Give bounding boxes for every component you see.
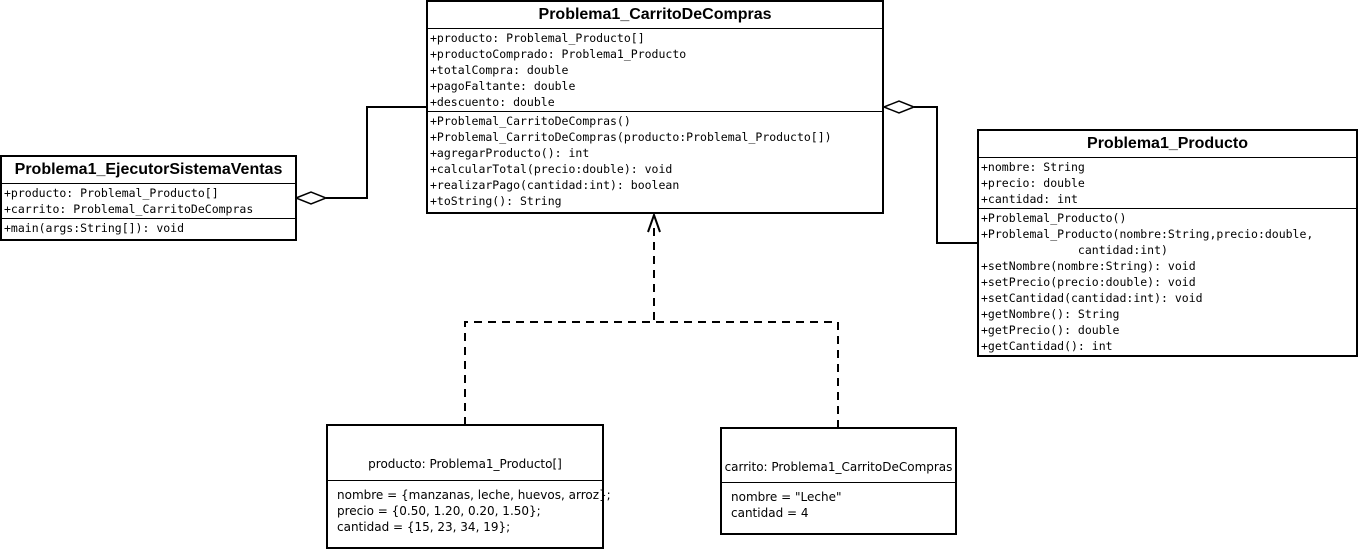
method-row: +main(args:String[]): void [4,221,185,235]
method-row: +toString(): String [430,194,562,208]
object-attributes: nombre = {manzanas, leche, huevos, arroz… [328,481,611,541]
object-attribute-row: cantidad = 4 [731,506,809,520]
aggregation-line-ejecutor-carrito [326,106,427,199]
attribute-row: +totalCompra: double [430,63,569,77]
method-row: +Problemal_CarritoDeCompras(producto:Pro… [430,130,832,144]
object-carrito[interactable]: carrito: Problema1_CarritoDeCompras nomb… [720,427,957,535]
class-producto[interactable]: Problema1_Producto +nombre: String +prec… [977,129,1358,357]
attribute-row: +descuento: double [430,95,555,109]
attribute-row: +pagoFaltante: double [430,79,576,93]
attribute-row: +nombre: String [981,160,1085,174]
aggregation-line-carrito-producto [914,106,978,244]
methods-section: +Problemal_Producto() +Problemal_Product… [979,209,1356,355]
object-attribute-row: nombre = {manzanas, leche, huevos, arroz… [337,488,611,502]
method-row: +setPrecio(precio:double): void [981,275,1196,289]
methods-section: +Problemal_CarritoDeCompras() +Problemal… [428,112,882,210]
method-row: +Problemal_Producto() [981,211,1127,225]
method-row: +getNombre(): String [981,307,1120,321]
attribute-row: +productoComprado: Problema1_Producto [430,47,687,61]
class-title: Problema1_EjecutorSistemaVentas [2,157,295,184]
object-attributes: nombre = "Leche" cantidad = 4 [722,483,955,527]
method-row: +getCantidad(): int [981,339,1113,353]
method-row: +Problemal_CarritoDeCompras() [430,114,631,128]
object-title: carrito: Problema1_CarritoDeCompras [722,429,955,483]
attributes-section: +nombre: String +precio: double +cantida… [979,158,1356,209]
attribute-row: +producto: Problemal_Producto[] [4,186,219,200]
methods-section: +main(args:String[]): void [2,219,295,237]
method-row: +setCantidad(cantidad:int): void [981,291,1203,305]
aggregation-diamond-ejecutor [293,191,329,205]
object-title: producto: Problema1_Producto[] [328,426,602,481]
object-producto[interactable]: producto: Problema1_Producto[] nombre = … [326,424,611,549]
method-row: +calcularTotal(precio:double): void [430,162,673,176]
attribute-row: +carrito: Problemal_CarritoDeCompras [4,202,254,216]
dependency-line-producto-obj [464,225,655,425]
attribute-row: +cantidad: int [981,192,1078,206]
method-row: +setNombre(nombre:String): void [981,259,1196,273]
dependency-arrowhead [647,211,661,233]
object-attribute-row: nombre = "Leche" [731,490,842,504]
method-row: +getPrecio(): double [981,323,1120,337]
class-title: Problema1_CarritoDeCompras [428,2,882,29]
method-row: +Problemal_Producto(nombre:String,precio… [981,227,1314,241]
dependency-line-carrito-obj [654,321,839,428]
object-attribute-row: precio = {0.50, 1.20, 0.20, 1.50}; [337,504,541,518]
class-title: Problema1_Producto [979,131,1356,158]
method-row: +realizarPago(cantidad:int): boolean [430,178,680,192]
aggregation-diamond-carrito [881,100,917,114]
object-attribute-row: cantidad = {15, 23, 34, 19}; [337,520,511,534]
class-ejecutor-sistema-ventas[interactable]: Problema1_EjecutorSistemaVentas +product… [0,155,297,241]
method-row: cantidad:int) [981,243,1168,257]
method-row: +agregarProducto(): int [430,146,590,160]
attributes-section: +producto: Problemal_Producto[] +carrito… [2,184,295,219]
attribute-row: +producto: Problemal_Producto[] [430,31,645,45]
attribute-row: +precio: double [981,176,1085,190]
class-carrito-de-compras[interactable]: Problema1_CarritoDeCompras +producto: Pr… [426,0,884,214]
attributes-section: +producto: Problemal_Producto[] +product… [428,29,882,112]
